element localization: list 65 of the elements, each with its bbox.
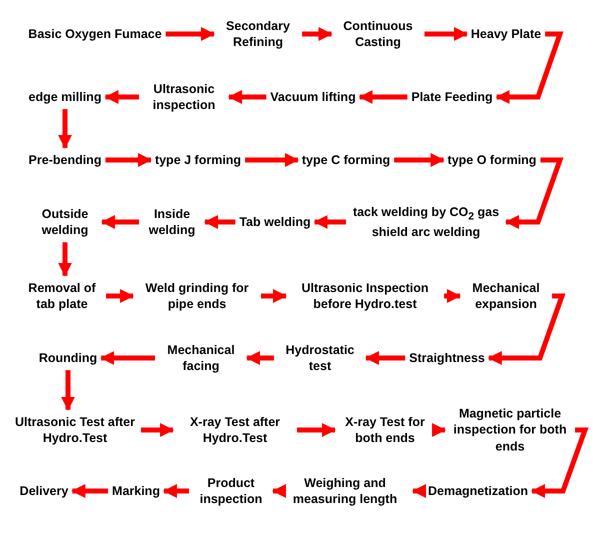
step-label: Continuous Casting xyxy=(336,18,420,50)
arrow xyxy=(358,90,408,104)
step-label: Secondary Refining xyxy=(218,18,298,50)
step-label: Delivery xyxy=(20,482,68,500)
step-label: Hydrostatic test xyxy=(278,342,362,374)
arrow xyxy=(58,242,72,277)
arrow xyxy=(61,370,75,411)
step-label: Ultrasonic Inspection before Hydro.test xyxy=(290,280,440,312)
step-label: Plate Feeding xyxy=(411,88,493,106)
step-label: Basic Oxygen Fumace xyxy=(28,26,162,42)
arrow xyxy=(101,215,139,229)
arrow xyxy=(162,484,189,498)
step-label: Product inspection xyxy=(193,474,269,508)
arrow xyxy=(297,423,336,437)
arrow xyxy=(228,90,266,104)
step-label: Ultrasonic Test after Hydro.Test xyxy=(13,414,137,446)
step-label: Heavy Plate xyxy=(470,26,542,42)
arrow xyxy=(432,423,446,437)
arrow xyxy=(496,32,564,104)
step-label: Marking xyxy=(112,482,160,500)
step-label: Straightness xyxy=(409,350,485,366)
step-label: edge milling xyxy=(28,88,102,106)
arrow xyxy=(505,158,564,229)
step-label: type J forming xyxy=(154,152,242,168)
step-label: type C forming xyxy=(302,152,390,168)
step-label: Weighing and measuring length xyxy=(281,474,409,508)
step-label: Ultrasonic inspection xyxy=(143,80,225,114)
step-label: Vacuum lifting xyxy=(270,88,356,106)
arrow xyxy=(166,27,215,41)
arrow xyxy=(71,484,108,498)
arrow xyxy=(204,215,236,229)
arrow xyxy=(141,423,174,437)
arrow xyxy=(246,351,274,365)
arrow xyxy=(272,484,286,498)
arrow xyxy=(424,27,468,41)
arrow xyxy=(302,27,332,41)
step-label: Mechanical facing xyxy=(159,342,243,374)
arrow xyxy=(314,215,346,229)
arrow xyxy=(394,153,445,167)
step-label: tack welding by CO$_{2}$ gas shield arc welding xyxy=(350,204,502,240)
step-label: Inside welding xyxy=(143,206,201,238)
step-label: Magnetic particle inspection for both ends xyxy=(449,406,571,454)
step-label: Mechanical expansion xyxy=(464,280,548,312)
step-label: Rounding xyxy=(38,350,98,366)
step-label: Demagnetization xyxy=(428,482,528,500)
arrow xyxy=(444,289,461,303)
arrow xyxy=(106,289,134,303)
step-label: Removal of tab plate xyxy=(22,280,102,312)
arrow xyxy=(58,109,72,149)
step-label: X-ray Test for both ends xyxy=(339,414,431,446)
step-label: type O forming xyxy=(448,152,536,168)
step-label: X-ray Test after Hydro.Test xyxy=(177,414,293,446)
arrow xyxy=(365,351,406,365)
arrow xyxy=(412,484,426,498)
step-label: Weld grinding for pipe ends xyxy=(137,280,257,312)
arrow xyxy=(531,428,589,498)
arrow xyxy=(261,289,287,303)
arrow xyxy=(105,153,152,167)
arrow xyxy=(488,294,566,365)
arrow xyxy=(104,90,139,104)
step-label: Tab welding xyxy=(239,214,311,230)
step-label: Outside welding xyxy=(32,206,98,238)
arrow xyxy=(100,351,155,365)
step-label: Pre-bending xyxy=(28,152,102,168)
arrow xyxy=(245,153,299,167)
